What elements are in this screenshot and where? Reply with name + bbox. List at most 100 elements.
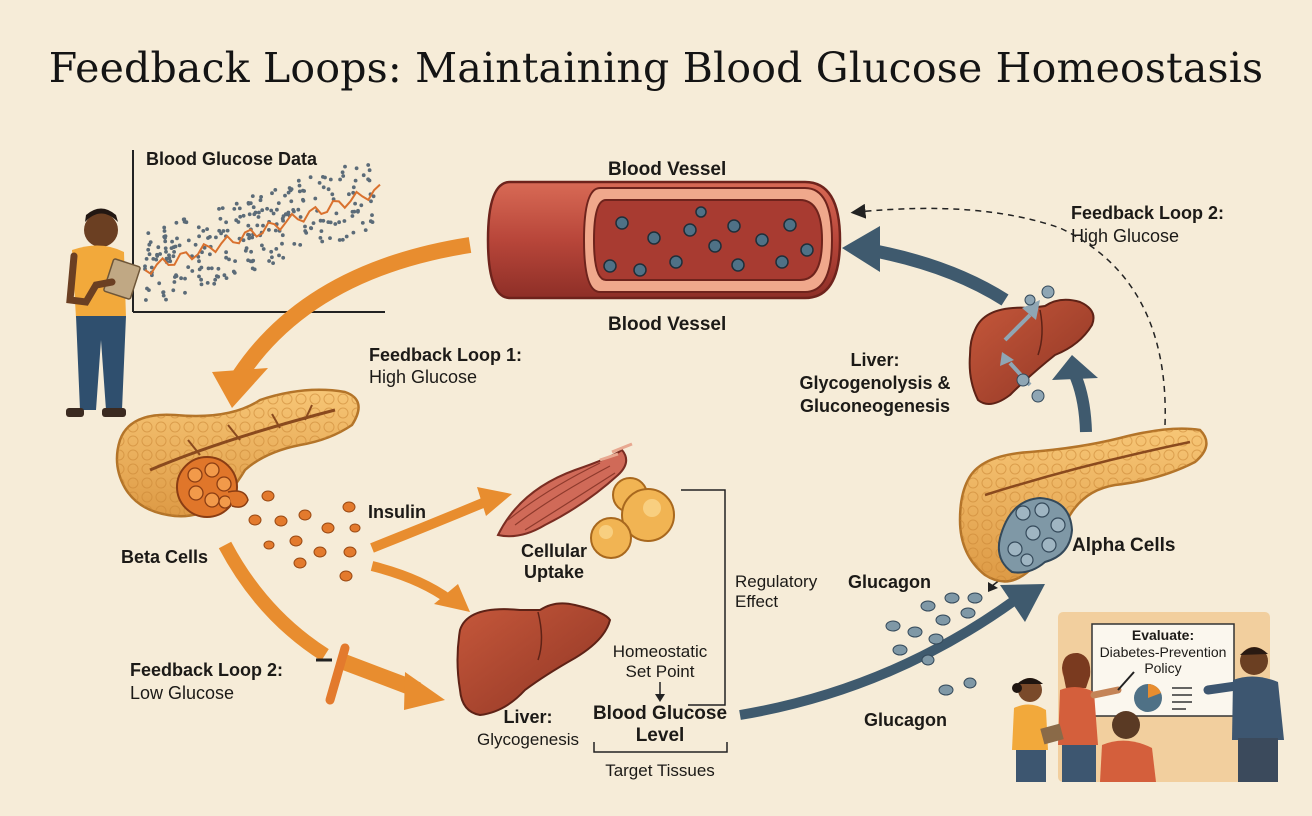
scatter-point (249, 249, 254, 254)
vessel-label-top: Blood Vessel (608, 159, 727, 180)
scatter-point (241, 213, 246, 218)
muscle-tissue (496, 442, 633, 538)
insulin-label: Insulin (368, 502, 426, 522)
scatter-point (366, 177, 370, 182)
scatter-point (273, 188, 278, 192)
scatter-point (183, 290, 187, 295)
graph-trend-line (144, 183, 381, 276)
scatter-point (241, 238, 246, 243)
scatter-point (218, 216, 223, 221)
scatter-point (170, 239, 175, 244)
regulatory-effect-line2: Effect (735, 592, 779, 611)
arrow-level-to-alpha-head (1000, 584, 1045, 622)
scatter-point (197, 274, 201, 279)
scatter-point (147, 252, 152, 257)
scatter-point (298, 215, 303, 219)
scatter-point (247, 236, 252, 241)
scatter-point (201, 229, 206, 233)
target-tissues-bracket (593, 742, 728, 753)
scatter-point (353, 178, 358, 183)
regulatory-effect-line1: Regulatory (735, 572, 818, 591)
scatter-point (234, 201, 239, 206)
alpha-cells-label: Alpha Cells (1072, 535, 1176, 556)
arrow-beta-to-liver (218, 541, 329, 661)
scatter-point (347, 192, 351, 197)
scatter-point (302, 189, 306, 193)
vessel-label-bottom: Blood Vessel (608, 314, 727, 335)
scatter-point (303, 229, 308, 233)
scatter-point (340, 237, 345, 242)
scatter-point (259, 195, 263, 199)
scatter-point (267, 228, 271, 232)
presentation-scene (1012, 612, 1284, 782)
scatter-point (370, 213, 374, 218)
scatter-point (359, 203, 364, 208)
scatter-point (250, 235, 255, 240)
scatter-point (193, 242, 198, 247)
scatter-point (213, 277, 218, 282)
scatter-point (163, 239, 168, 244)
scatter-point (197, 234, 202, 239)
scatter-point (237, 206, 242, 211)
loop1-subtitle: High Glucose (369, 367, 478, 387)
scatter-point (246, 232, 250, 237)
scatter-point (224, 276, 229, 280)
scatter-point (261, 223, 265, 228)
scatter-point (182, 217, 187, 222)
scatter-point (174, 273, 178, 277)
scatter-point (321, 185, 326, 190)
liver-right (968, 285, 1095, 405)
alpha-cells-cluster (997, 496, 1074, 574)
scatter-point (179, 276, 184, 281)
scatter-point (224, 255, 229, 260)
scatter-point (149, 265, 154, 270)
scatter-point (342, 219, 347, 223)
scatter-point (251, 205, 256, 210)
board-line1: Evaluate: (1131, 627, 1195, 643)
scatter-point (280, 241, 284, 246)
graph-scatter-points (143, 163, 376, 302)
scatter-point (350, 209, 355, 214)
scatter-point (367, 168, 372, 173)
graph-title: Blood Glucose Data (146, 149, 318, 169)
scientist-figure (66, 208, 141, 417)
scatter-point (321, 218, 326, 223)
scatter-point (231, 269, 236, 274)
glucagon-label-top: Glucagon (848, 572, 932, 592)
scatter-point (252, 267, 257, 272)
scatter-point (271, 211, 276, 216)
scatter-point (220, 206, 225, 211)
scatter-point (172, 280, 177, 284)
scatter-point (212, 281, 217, 286)
scatter-point (261, 247, 266, 251)
scatter-point (369, 199, 373, 204)
scatter-point (225, 228, 230, 233)
scatter-point (163, 246, 168, 251)
scatter-point (309, 226, 313, 230)
scatter-point (162, 229, 167, 233)
board-line2: Diabetes-Prevention (1099, 644, 1227, 660)
list-icon (1172, 687, 1192, 710)
scatter-point (168, 259, 173, 264)
scatter-point (353, 201, 357, 206)
loop2-bottom-title: Feedback Loop 2: (130, 660, 284, 680)
scatter-point (356, 209, 360, 214)
scatter-point (371, 194, 376, 199)
scatter-point (157, 281, 162, 286)
scatter-point (205, 227, 210, 232)
scatter-point (351, 190, 356, 195)
scatter-point (146, 231, 151, 236)
scatter-point (296, 207, 301, 212)
scatter-point (286, 190, 291, 195)
scatter-point (343, 164, 347, 169)
scatter-point (205, 281, 210, 285)
scatter-point (171, 254, 176, 259)
scatter-point (281, 218, 285, 223)
scatter-point (217, 228, 222, 233)
scatter-point (328, 177, 333, 182)
scatter-point (344, 234, 349, 239)
scatter-point (183, 276, 187, 281)
loop2-top-subtitle: High Glucose (1071, 226, 1180, 246)
scatter-point (232, 207, 237, 211)
scatter-point (199, 282, 204, 287)
